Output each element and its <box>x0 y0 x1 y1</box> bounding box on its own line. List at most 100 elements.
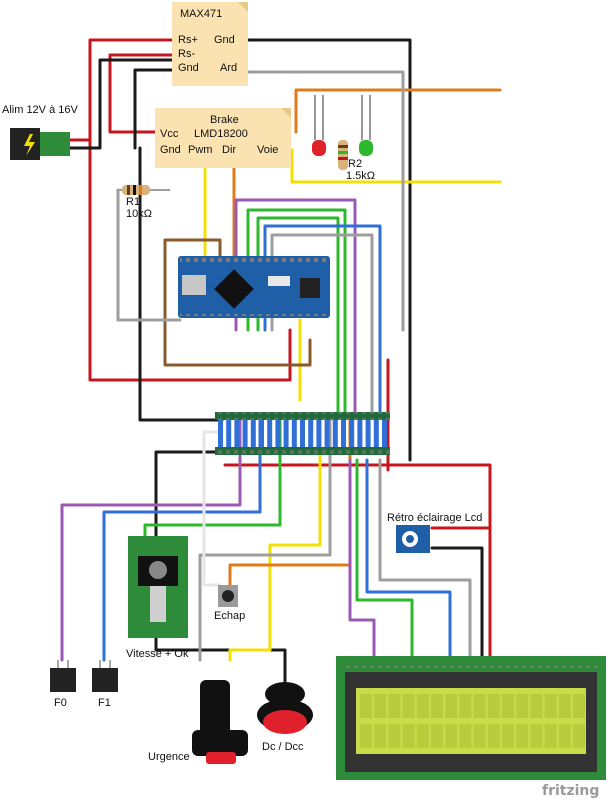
switch-f0 <box>50 660 76 692</box>
wire-grey-echap <box>198 418 332 662</box>
wire-blue-lcd <box>365 458 452 662</box>
lcd-char-cell <box>402 694 415 718</box>
dc-dcc-button <box>257 682 313 734</box>
r1-value: 10kΩ <box>126 208 152 220</box>
header-bridge <box>341 420 346 447</box>
lcd-char-cell <box>530 694 543 718</box>
max471-ard: Ard <box>220 62 238 74</box>
header-bridge <box>291 420 297 447</box>
wire-black-backlight <box>430 546 484 692</box>
header-bridge <box>357 420 363 447</box>
header-bridge <box>250 420 256 447</box>
wire-black-gnd <box>68 58 177 150</box>
wire-red-power-2 <box>88 138 292 382</box>
arduino-nano <box>178 256 330 318</box>
lmd-pwm: Pwm <box>188 144 213 156</box>
lcd-char-cell <box>502 694 514 718</box>
fritzing-watermark: fritzing <box>542 783 600 799</box>
lcd-char-cell <box>388 694 401 718</box>
lcd-char-cell <box>416 724 429 748</box>
wire-black-gnd-2 <box>133 68 177 150</box>
escape-label: Echap <box>214 610 246 622</box>
resistor-r1 <box>118 185 170 195</box>
lcd-char-cell <box>416 694 429 718</box>
header-bridge <box>373 420 379 447</box>
lcd-char-cell <box>558 694 571 718</box>
wires <box>60 38 502 692</box>
header-bridge <box>332 420 338 447</box>
wire-red-max-to-lmd <box>108 53 177 134</box>
header-bridge <box>308 420 314 447</box>
lcd-char-cell <box>544 724 557 748</box>
header-bridge <box>242 420 248 447</box>
wire-yellow-voie <box>290 148 502 184</box>
f0-label: F0 <box>54 697 67 709</box>
speed-ok-label: Vitesse + Ok <box>126 648 189 660</box>
lcd-char-cell <box>502 724 514 748</box>
wire-purple-lcd <box>348 458 376 662</box>
header-bridge <box>275 420 281 447</box>
wire-brown <box>163 238 222 260</box>
lcd-char-cell <box>459 694 472 718</box>
wire-green-pot <box>143 418 282 542</box>
header-bridge <box>316 420 322 447</box>
backlight-trimmer <box>396 525 430 553</box>
wire-green-lcd <box>355 458 414 662</box>
max471-rs-minus: Rs- <box>178 48 196 60</box>
lcd-module <box>336 656 606 780</box>
wire-grey-r1 <box>116 188 182 322</box>
header-bridge <box>218 420 223 447</box>
lmd-vcc: Vcc <box>160 128 179 140</box>
header-bridge <box>259 420 264 447</box>
wire-orange-led <box>294 88 502 134</box>
lcd-char-cell <box>445 694 458 718</box>
header-bridge <box>283 420 289 447</box>
lcd-char-cell <box>516 694 529 718</box>
lcd-char-cell <box>516 724 529 748</box>
header-bridge <box>382 420 387 447</box>
backlight-label: Rétro éclairage Lcd <box>387 512 483 524</box>
wire-red-rail <box>223 463 492 692</box>
header-strip-top <box>215 412 390 420</box>
wire-brown-2 <box>163 238 312 367</box>
lcd-char-cell <box>558 724 571 748</box>
lcd-char-cell <box>573 724 585 748</box>
potentiometer <box>128 536 188 638</box>
escape-button <box>218 585 238 607</box>
lcd-char-cell <box>487 694 500 718</box>
lmd-voie: Voie <box>257 144 279 156</box>
f1-label: F1 <box>98 697 111 709</box>
wire-black-gnd-5 <box>154 450 287 692</box>
max471-rs-plus: Rs+ <box>178 34 198 46</box>
wire-blue-1 <box>263 224 382 414</box>
lcd-char-cell <box>402 724 415 748</box>
lcd-char-cell <box>459 724 472 748</box>
emergency-label: Urgence <box>148 751 190 763</box>
header-bridge <box>234 420 240 447</box>
led-green <box>359 95 373 156</box>
wire-red-power <box>68 38 177 142</box>
r1-name: R1 <box>126 196 141 208</box>
emergency-button <box>192 680 248 764</box>
wire-white <box>202 430 224 587</box>
lmd-name: LMD18200 <box>194 128 248 140</box>
power-jack <box>10 128 70 160</box>
wire-grey-lcd <box>378 458 472 662</box>
lcd-char-cell <box>573 694 585 718</box>
lcd-char-cell <box>445 724 458 748</box>
header-bridge <box>349 420 355 447</box>
header-bridge <box>226 420 232 447</box>
lmd-brake: Brake <box>210 114 239 126</box>
max471-gnd-left: Gnd <box>178 62 199 74</box>
header-bridge <box>300 420 305 447</box>
r2-name: R2 <box>348 158 363 170</box>
wire-orange-echap <box>228 418 352 592</box>
wire-grey-2 <box>246 70 405 332</box>
lcd-char-cell <box>544 694 557 718</box>
lcd-char-cell <box>431 694 443 718</box>
lcd-char-cell <box>374 724 387 748</box>
lcd-char-cell <box>431 724 443 748</box>
power-label: Alim 12V à 16V <box>2 104 78 116</box>
header-strip-bottom <box>215 447 390 455</box>
